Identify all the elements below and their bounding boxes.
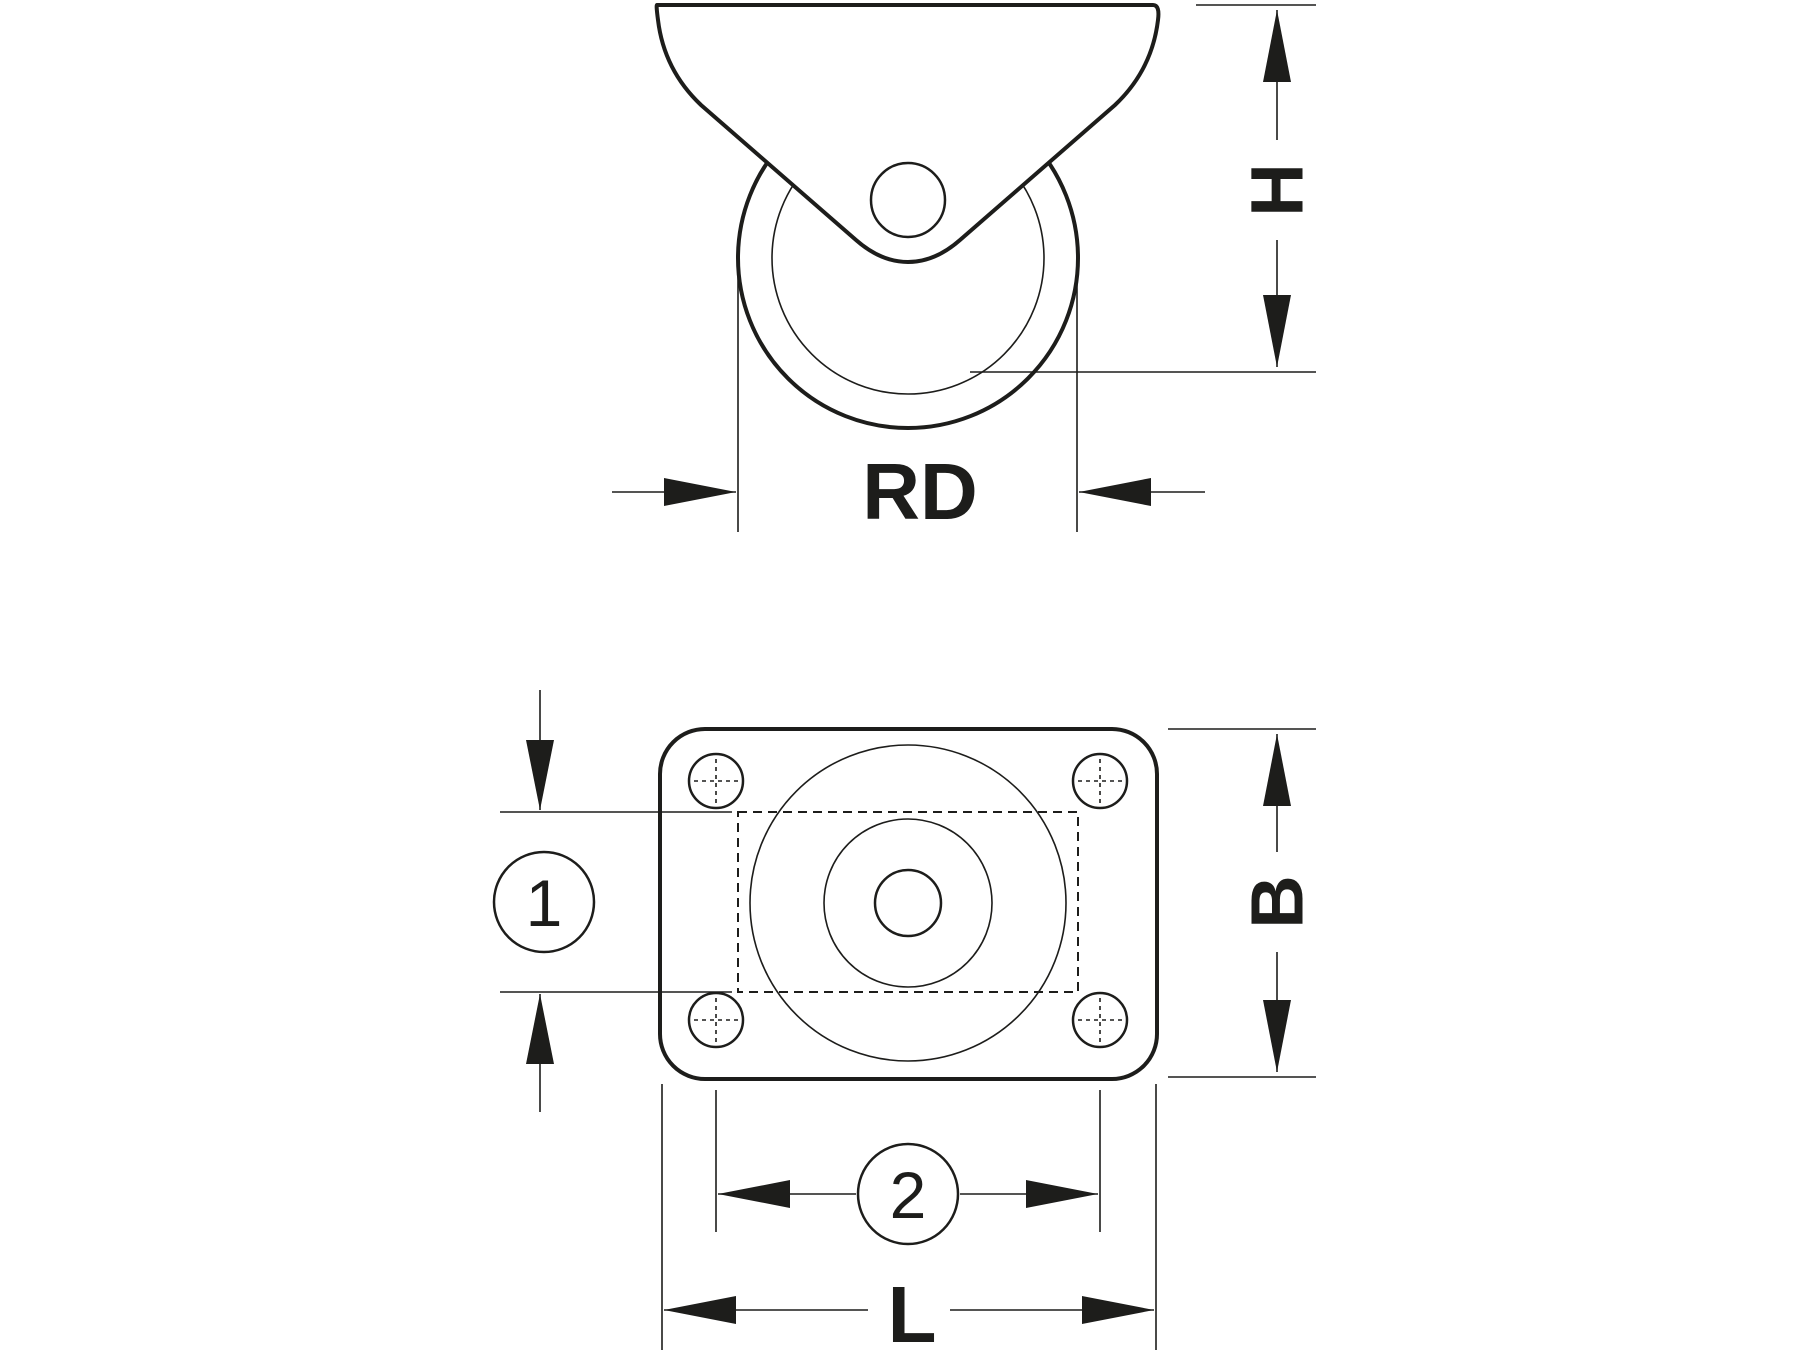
height-label: H: [1236, 163, 1319, 216]
length-arrow-right: [1082, 1296, 1154, 1324]
callout-1-number: 1: [526, 866, 563, 940]
mounting-plate: [658, 727, 1159, 1081]
width-label: B: [1236, 875, 1319, 928]
bolt-pattern-outline: [737, 811, 1079, 993]
axle-top: [873, 868, 943, 938]
width-label-gap: [1247, 852, 1307, 952]
length-arrow-left: [664, 1296, 736, 1324]
length-label: L: [888, 1270, 937, 1350]
rd-arrow-right: [1079, 478, 1151, 506]
screw-hole-bottom-right: [1071, 991, 1129, 1049]
wheel-hub-outer: [823, 818, 993, 988]
rd-label: RD: [862, 447, 978, 536]
screw-hole-bottom-left: [687, 991, 745, 1049]
height-label-gap: [1247, 140, 1307, 240]
height-arrow-up: [1263, 10, 1291, 82]
axle: [869, 161, 947, 239]
top-view: 1 B 2 L: [492, 690, 1319, 1350]
height-arrow-down: [1263, 295, 1291, 367]
callout-2-circle: [856, 1142, 960, 1246]
width-arrow-down: [1263, 1000, 1291, 1072]
callout-2-arrow-right: [1026, 1180, 1098, 1208]
screw-hole-top-left: [687, 752, 745, 810]
rd-arrow-left: [664, 478, 736, 506]
callout-1-arrow-down: [526, 740, 554, 810]
callout-1-circle: [492, 850, 596, 954]
callout-2-number: 2: [890, 1158, 927, 1232]
top-plate-disc: [749, 744, 1067, 1062]
screw-hole-top-right: [1071, 752, 1129, 810]
fork-bracket: [654, 2, 1161, 265]
callout-2-arrow-left: [718, 1180, 790, 1208]
side-view: H RD: [612, 2, 1319, 536]
callout-1-arrow-up: [526, 994, 554, 1064]
width-arrow-up: [1263, 734, 1291, 806]
